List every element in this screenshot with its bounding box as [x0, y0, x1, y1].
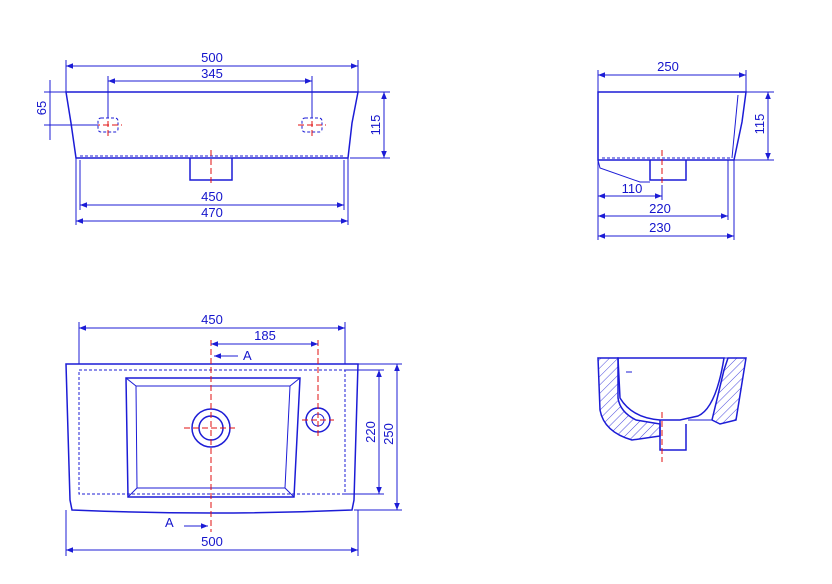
front-basin-outline [65, 91, 359, 159]
front-view: 500 345 65 115 450 470 [34, 50, 390, 225]
plan-bowl-inner [135, 385, 291, 489]
dim-label-470: 470 [201, 205, 223, 220]
side-waste-outlet [649, 160, 687, 181]
plan-outer-outline [65, 363, 359, 514]
dim-label-500-plan: 500 [201, 534, 223, 549]
section-label-bottom: A [165, 515, 174, 530]
plan-hidden-outline [78, 369, 346, 495]
section-right-wall [711, 357, 747, 425]
dim-label-230: 230 [649, 220, 671, 235]
dim-label-115-side: 115 [752, 114, 767, 135]
plan-tap-hole-outer [305, 407, 331, 433]
dim-label-220-side: 220 [649, 201, 671, 216]
dim-label-450-front: 450 [201, 189, 223, 204]
section-label-top: A [243, 348, 252, 363]
dim-label-500-front: 500 [201, 50, 223, 65]
section-bowl-curve [617, 357, 725, 421]
dim-label-450-plan: 450 [201, 312, 223, 327]
side-basin-outline [597, 91, 747, 161]
dim-label-220-plan: 220 [363, 421, 378, 443]
dim-label-65: 65 [34, 101, 49, 115]
dim-label-110: 110 [622, 181, 643, 196]
dim-label-250-plan: 250 [381, 423, 396, 445]
section-waste-outlet [659, 420, 687, 451]
dim-label-185: 185 [254, 328, 276, 343]
plan-view: A A 450 185 220 250 500 [65, 312, 402, 556]
dim-label-250-side: 250 [657, 59, 679, 74]
section-view [597, 357, 747, 462]
plan-bowl-outer [125, 377, 301, 498]
dim-label-345: 345 [201, 66, 223, 81]
section-left-wall [597, 357, 661, 441]
side-view: 250 115 110 220 230 [597, 59, 774, 240]
dim-label-115-front: 115 [368, 115, 383, 136]
